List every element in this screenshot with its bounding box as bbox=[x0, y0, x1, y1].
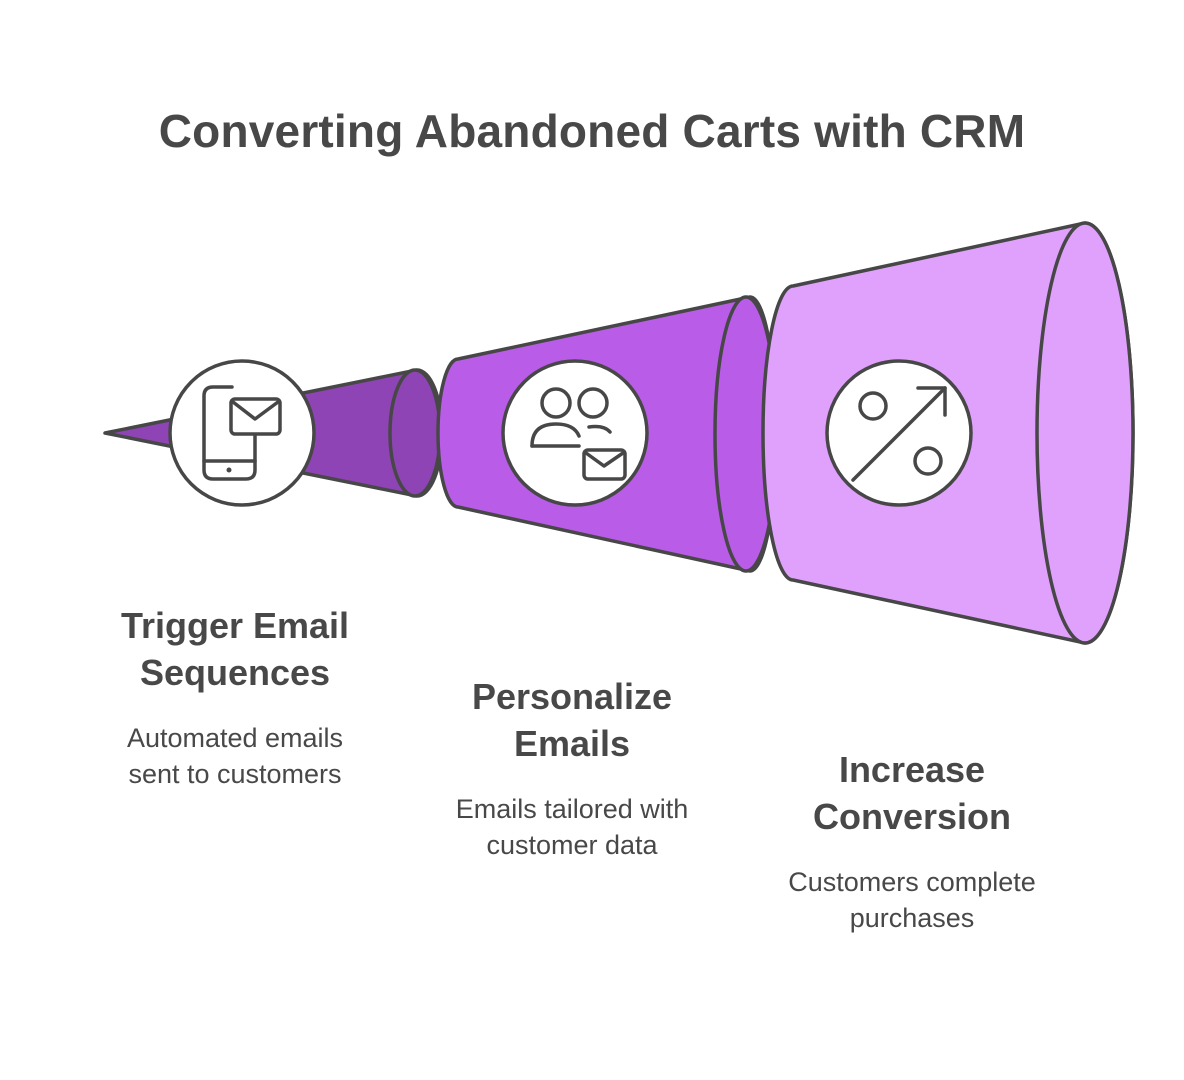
mobile-email-icon bbox=[168, 359, 316, 507]
users-email-icon bbox=[501, 359, 649, 507]
diagram-title: Converting Abandoned Carts with CRM bbox=[158, 105, 1026, 157]
step-2-description: Emails tailored with customer data bbox=[455, 794, 689, 860]
stage-3-cone-end bbox=[1035, 221, 1135, 645]
step-3-heading: Increase Conversion bbox=[812, 749, 1012, 837]
stage-1-cone-end bbox=[388, 368, 442, 498]
step-3-description: Customers complete purchases bbox=[788, 867, 1036, 933]
percent-up-icon bbox=[825, 359, 973, 507]
step-2-heading: Personalize Emails bbox=[471, 676, 673, 764]
step-1-description: Automated emails sent to customers bbox=[126, 723, 344, 789]
step-1-heading: Trigger Email Sequences bbox=[120, 605, 350, 693]
